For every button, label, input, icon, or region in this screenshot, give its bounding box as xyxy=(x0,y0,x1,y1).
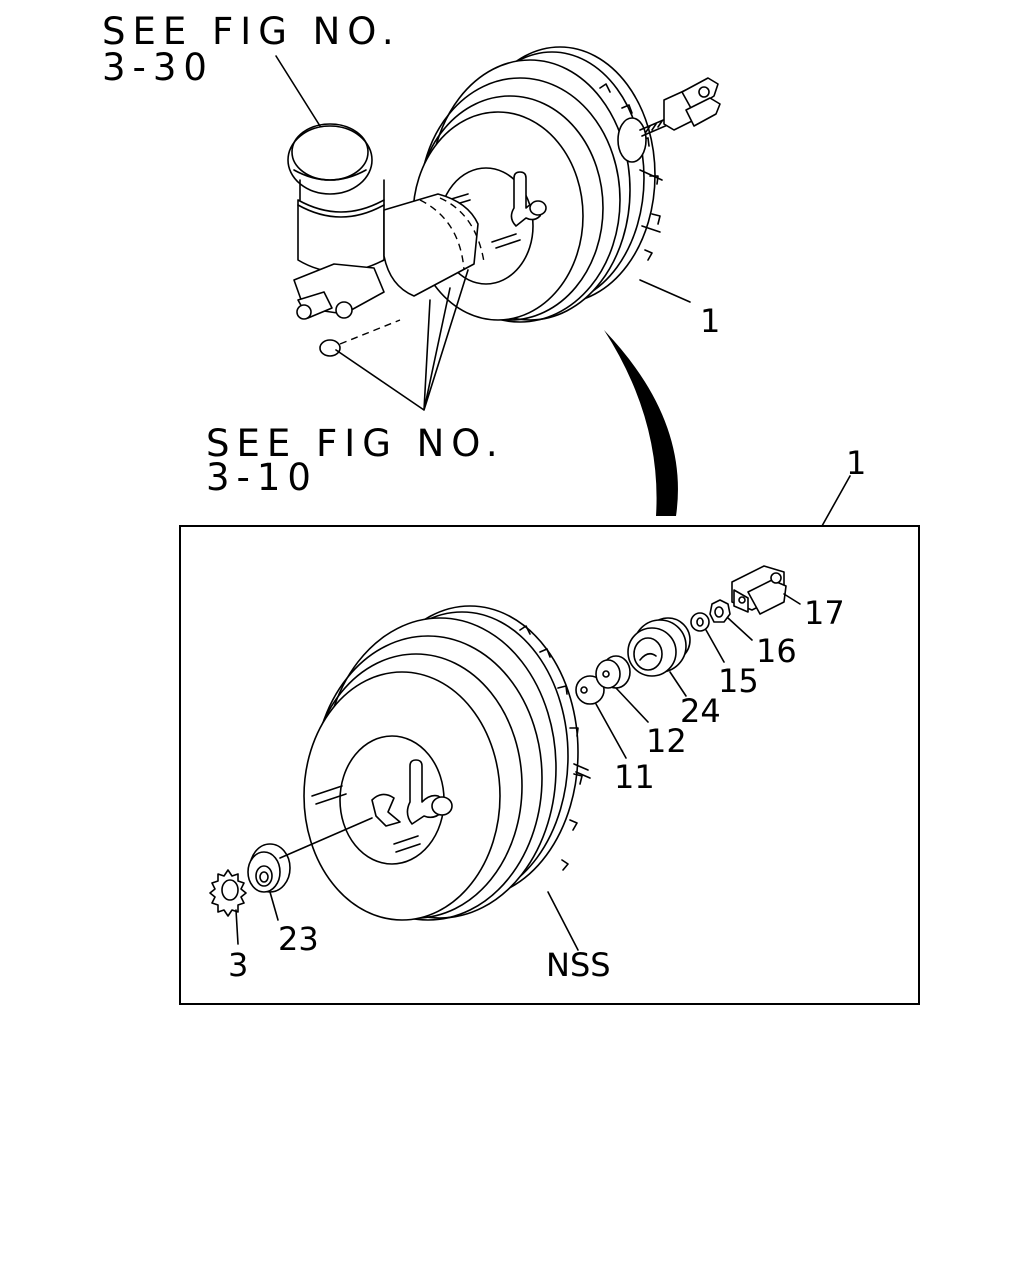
master-cylinder xyxy=(275,55,485,411)
booster-drum xyxy=(303,605,591,951)
callout-17: 17 xyxy=(804,594,845,632)
detail-frame xyxy=(179,525,920,1005)
top-booster-drum xyxy=(412,46,691,323)
part-15-washer xyxy=(690,612,725,663)
callout-3: 3 xyxy=(228,946,248,984)
ref-mid-line1: SEE FIG NO. xyxy=(206,422,505,465)
top-assembly: SEE FIG NO. 3-30 SEE FIG NO. 3-10 1 xyxy=(102,10,721,516)
part-11-plate xyxy=(575,675,627,759)
callout-assembly-top: 1 xyxy=(700,302,720,340)
callout-16: 16 xyxy=(756,632,797,670)
callout-assembly-box: 1 xyxy=(846,444,866,482)
part-23-seal xyxy=(247,817,373,921)
detail-box: 1 xyxy=(179,444,920,1005)
part-3-clip xyxy=(209,869,247,945)
part-16-nut xyxy=(709,599,753,641)
callout-11: 11 xyxy=(614,758,655,796)
callout-23: 23 xyxy=(278,920,319,958)
part-24-boot xyxy=(627,617,691,697)
callout-24: 24 xyxy=(680,692,721,730)
curved-arrow xyxy=(604,330,678,516)
callout-15: 15 xyxy=(718,662,759,700)
part-17-clevis xyxy=(731,565,801,615)
callout-nss: NSS xyxy=(546,946,611,984)
ref-mid-line2: 3-10 xyxy=(206,456,318,499)
top-push-rod-clevis xyxy=(617,77,721,163)
ref-top-line2: 3-30 xyxy=(102,46,214,89)
part-12-disc xyxy=(595,655,649,723)
ref-top-line1: SEE FIG NO. xyxy=(102,10,401,53)
callout-12: 12 xyxy=(646,722,687,760)
leader-assembly-box xyxy=(821,475,851,527)
